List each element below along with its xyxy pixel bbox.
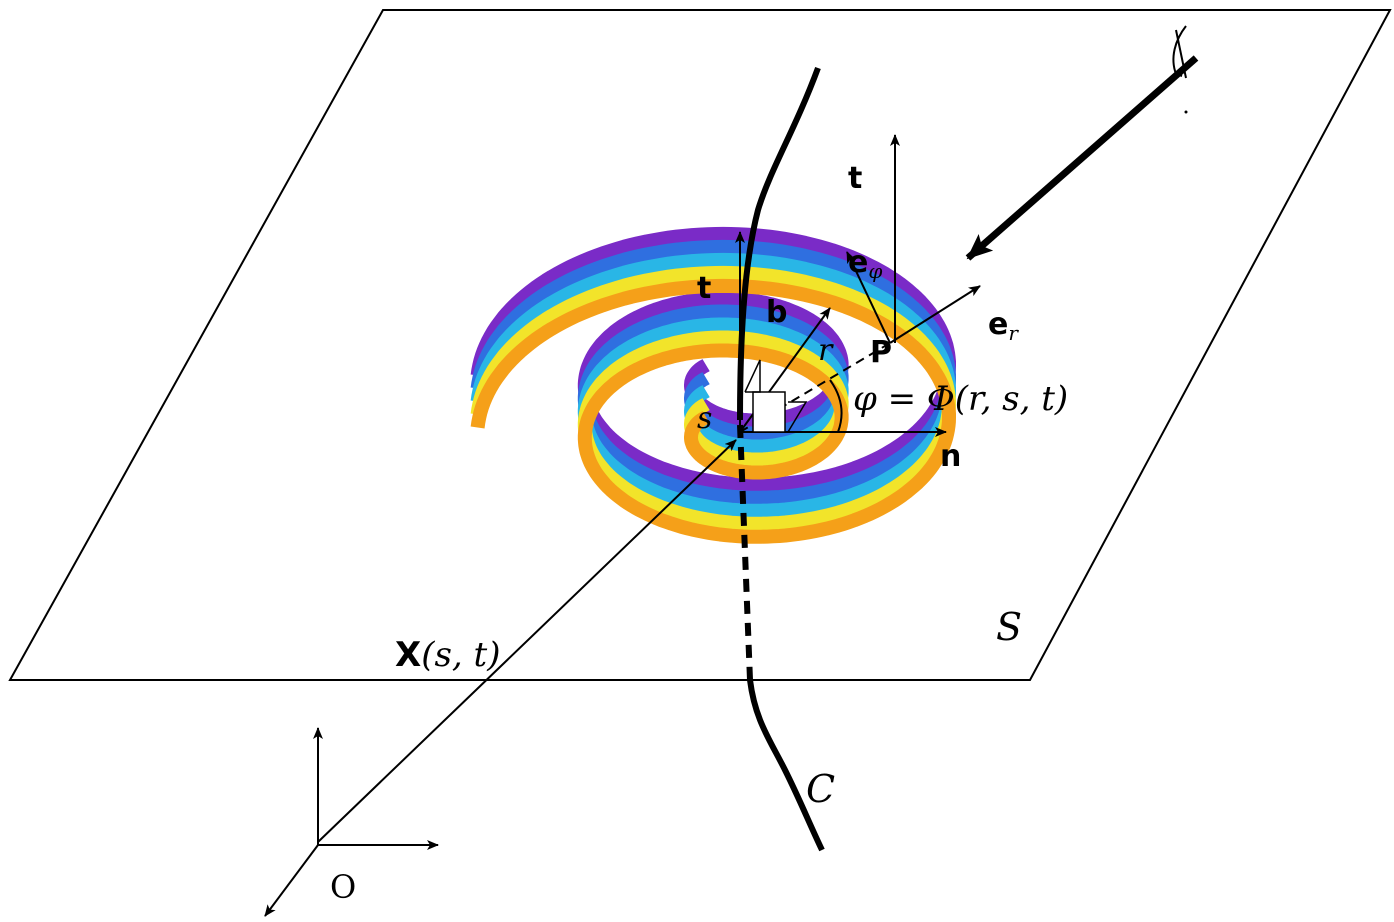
e-r-vector-arrow (889, 285, 981, 344)
ribbon-band (470, 239, 956, 505)
spiral-ribbon (470, 226, 956, 544)
right-angle-mark-n (787, 401, 808, 433)
viewing-direction-arrow (965, 55, 1199, 261)
label-X: X(s, t) (395, 635, 500, 675)
label-b: b (766, 295, 787, 330)
label-X-bold: X (395, 635, 421, 675)
label-S: S (996, 605, 1022, 649)
label-t-top: t (848, 161, 862, 196)
ribbon-band (470, 265, 956, 531)
label-e-phi-main: e (848, 245, 868, 280)
label-X-args: (s, t) (421, 635, 500, 675)
ribbon-band (470, 226, 956, 492)
label-n: n (940, 439, 961, 474)
label-P: P (870, 335, 892, 370)
right-angle-mark-t (744, 359, 761, 393)
angle-phi-arc (829, 379, 843, 433)
position-vector-arrow (317, 439, 737, 843)
label-e-r-sub: r (1008, 321, 1019, 345)
label-O: O (330, 868, 356, 906)
filament-curve-lower (747, 679, 825, 852)
label-e-r-main: e (988, 307, 1008, 342)
label-phi-equation: φ = Φ(r, s, t) (853, 379, 1068, 419)
filament-curve-upper (737, 66, 821, 421)
label-s: s (697, 401, 712, 436)
ribbon-band (470, 252, 956, 518)
right-angle-box (752, 391, 786, 433)
axis-diagonal-arrow (264, 844, 319, 917)
ribbon-band (470, 278, 956, 544)
dot-mark (1184, 110, 1188, 114)
label-e-r: er (988, 307, 1019, 345)
label-r: r (818, 333, 834, 368)
label-e-phi: eφ (848, 245, 882, 283)
e-phi-vector-arrow (846, 251, 891, 344)
label-t-mid: t (697, 271, 711, 306)
label-e-phi-sub: φ (868, 259, 882, 283)
label-C: C (806, 767, 835, 811)
